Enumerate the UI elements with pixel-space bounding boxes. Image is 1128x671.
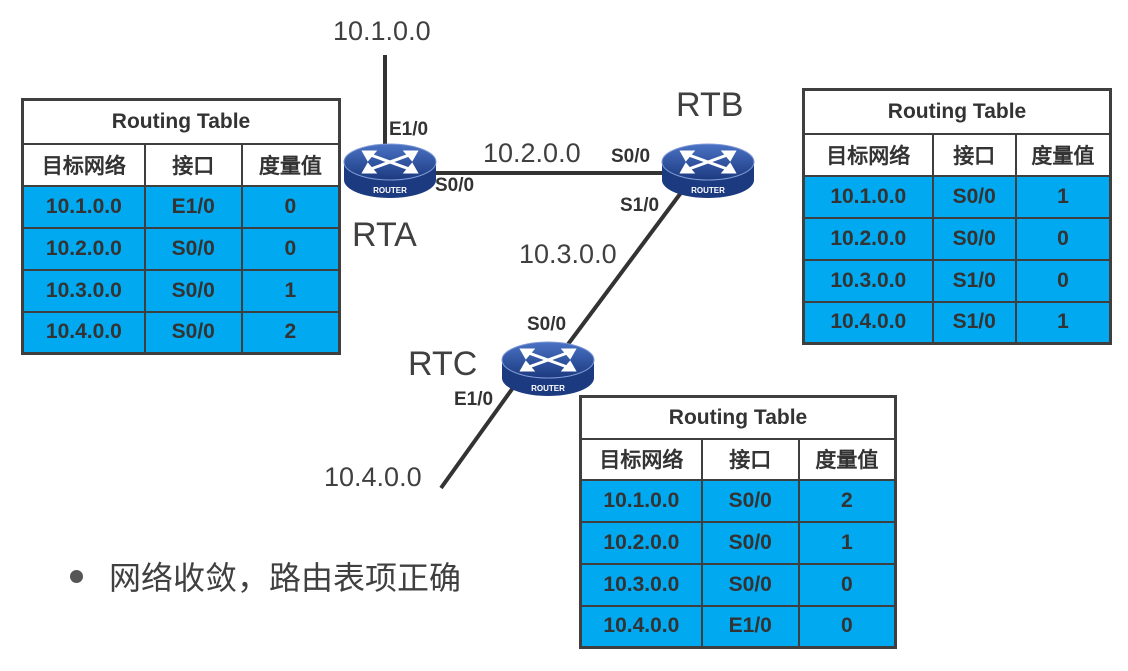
interface-label-rta-s00: S0/0 xyxy=(435,175,475,196)
table-row: 10.3.0.0 S1/0 0 xyxy=(802,258,1112,303)
table-row: 10.1.0.0 E1/0 0 xyxy=(21,184,341,229)
table-title: Routing Table xyxy=(802,88,1112,135)
cell-metric: 2 xyxy=(797,478,897,523)
router-badge: ROUTER xyxy=(531,384,565,393)
cell-interface: S0/0 xyxy=(931,216,1017,261)
table-row: 10.1.0.0 S0/0 2 xyxy=(579,478,897,523)
interface-label-rtb-s10: S1/0 xyxy=(620,195,660,216)
bullet-dot-icon xyxy=(70,569,83,583)
cell-metric: 0 xyxy=(240,184,341,229)
cell-destination: 10.3.0.0 xyxy=(579,562,703,607)
network-label-10-3: 10.3.0.0 xyxy=(519,239,617,269)
router-icon: ROUTER xyxy=(501,341,595,396)
table-row: 10.2.0.0 S0/0 0 xyxy=(802,216,1112,261)
cell-interface: S0/0 xyxy=(143,226,243,271)
bullet-text: 网络收敛，路由表项正确 xyxy=(109,559,462,597)
header-destination: 目标网络 xyxy=(21,142,146,187)
interface-label-rtc-e10: E1/0 xyxy=(454,389,494,410)
header-metric: 度量值 xyxy=(1014,132,1112,177)
cell-destination: 10.3.0.0 xyxy=(802,258,934,303)
router-badge: ROUTER xyxy=(691,186,725,195)
cell-metric: 2 xyxy=(240,310,341,355)
table-row: 10.2.0.0 S0/0 1 xyxy=(579,520,897,565)
network-label-10-1: 10.1.0.0 xyxy=(333,16,431,46)
cell-destination: 10.1.0.0 xyxy=(579,478,703,523)
table-row: 10.1.0.0 S0/0 1 xyxy=(802,174,1112,219)
cell-interface: E1/0 xyxy=(143,184,243,229)
cell-interface: S0/0 xyxy=(700,478,800,523)
table-title: Routing Table xyxy=(579,395,897,440)
router-icon: ROUTER xyxy=(343,143,437,198)
cell-interface: S0/0 xyxy=(931,174,1017,219)
cell-destination: 10.2.0.0 xyxy=(21,226,146,271)
header-metric: 度量值 xyxy=(240,142,341,187)
table-row: 10.4.0.0 E1/0 0 xyxy=(579,604,897,649)
router-badge: ROUTER xyxy=(373,186,407,195)
cell-destination: 10.4.0.0 xyxy=(802,300,934,345)
router-rtc: ROUTER xyxy=(500,338,596,398)
network-label-10-4: 10.4.0.0 xyxy=(324,462,422,492)
cell-destination: 10.2.0.0 xyxy=(579,520,703,565)
cell-metric: 0 xyxy=(797,604,897,649)
router-name-rtc: RTC xyxy=(408,345,478,383)
cell-destination: 10.1.0.0 xyxy=(802,174,934,219)
cell-interface: E1/0 xyxy=(700,604,800,649)
network-label-10-2: 10.2.0.0 xyxy=(483,138,581,168)
interface-label-rtb-s00: S0/0 xyxy=(611,146,651,167)
router-rta: ROUTER xyxy=(342,140,438,200)
cell-destination: 10.4.0.0 xyxy=(21,310,146,355)
cell-interface: S0/0 xyxy=(700,562,800,607)
table-row: 10.3.0.0 S0/0 0 xyxy=(579,562,897,607)
cell-metric: 0 xyxy=(1014,258,1112,303)
router-icon: ROUTER xyxy=(661,143,755,198)
header-interface: 接口 xyxy=(143,142,243,187)
cell-destination: 10.1.0.0 xyxy=(21,184,146,229)
router-name-rta: RTA xyxy=(352,216,417,254)
header-destination: 目标网络 xyxy=(579,437,703,481)
interface-label-rtc-s00: S0/0 xyxy=(527,314,567,335)
cell-destination: 10.3.0.0 xyxy=(21,268,146,313)
cell-metric: 1 xyxy=(1014,174,1112,219)
table-title: Routing Table xyxy=(21,98,341,145)
cell-interface: S1/0 xyxy=(931,300,1017,345)
table-row: 10.2.0.0 S0/0 0 xyxy=(21,226,341,271)
link-rtb-rtc xyxy=(558,188,685,357)
table-row: 10.3.0.0 S0/0 1 xyxy=(21,268,341,313)
header-metric: 度量值 xyxy=(797,437,897,481)
cell-metric: 1 xyxy=(1014,300,1112,345)
cell-metric: 1 xyxy=(797,520,897,565)
router-rtb: ROUTER xyxy=(660,140,756,200)
header-interface: 接口 xyxy=(931,132,1017,177)
routing-table-rtb: Routing Table 目标网络 接口 度量值 10.1.0.0 S0/0 … xyxy=(802,88,1112,345)
bullet-note: 网络收敛，路由表项正确 xyxy=(70,553,461,599)
cell-metric: 1 xyxy=(240,268,341,313)
cell-destination: 10.2.0.0 xyxy=(802,216,934,261)
router-name-rtb: RTB xyxy=(676,86,744,124)
interface-label-rta-e10: E1/0 xyxy=(389,119,429,140)
cell-metric: 0 xyxy=(1014,216,1112,261)
cell-interface: S0/0 xyxy=(143,268,243,313)
link-rtc-lan-10-4 xyxy=(439,383,517,490)
cell-interface: S0/0 xyxy=(143,310,243,355)
table-row: 10.4.0.0 S0/0 2 xyxy=(21,310,341,355)
table-row: 10.4.0.0 S1/0 1 xyxy=(802,300,1112,345)
header-interface: 接口 xyxy=(700,437,800,481)
cell-metric: 0 xyxy=(240,226,341,271)
header-destination: 目标网络 xyxy=(802,132,934,177)
cell-destination: 10.4.0.0 xyxy=(579,604,703,649)
cell-metric: 0 xyxy=(797,562,897,607)
cell-interface: S0/0 xyxy=(700,520,800,565)
cell-interface: S1/0 xyxy=(931,258,1017,303)
routing-table-rta: Routing Table 目标网络 接口 度量值 10.1.0.0 E1/0 … xyxy=(21,98,341,355)
routing-table-rtc: Routing Table 目标网络 接口 度量值 10.1.0.0 S0/0 … xyxy=(579,395,897,649)
